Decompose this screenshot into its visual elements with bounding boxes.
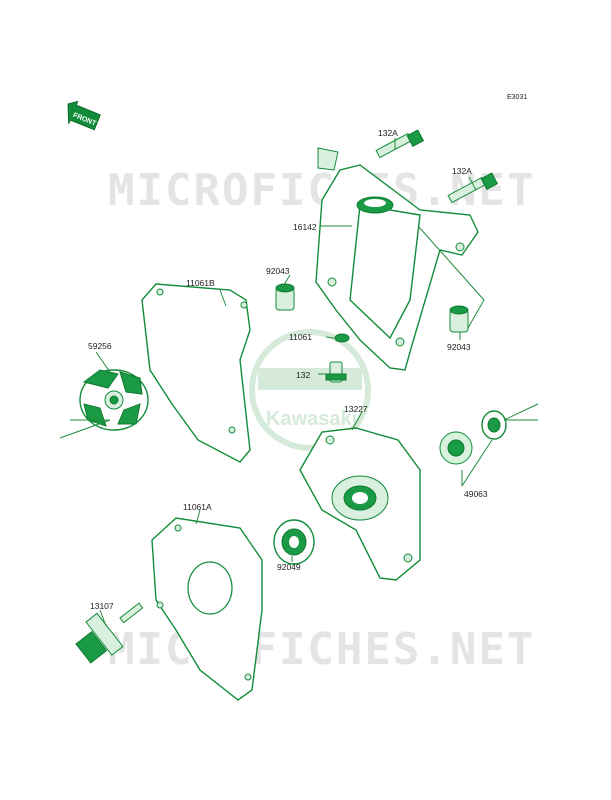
- fitting-132: [325, 361, 347, 383]
- label-16142: 16142: [293, 222, 317, 232]
- bolt-132A-upper: [375, 129, 425, 159]
- label-49063: 49063: [464, 489, 488, 499]
- gasket-11061B: [141, 283, 251, 463]
- label-92043-right: 92043: [447, 342, 471, 352]
- shaft-13107: [75, 602, 144, 664]
- label-92049: 92049: [277, 562, 301, 572]
- cover-16142: [315, 147, 479, 371]
- bearing-92049: [273, 519, 315, 565]
- label-132A-right: 132A: [452, 166, 472, 176]
- label-132: 132: [296, 370, 310, 380]
- seal-49063-b: [481, 410, 507, 440]
- label-11061B: 11061B: [186, 278, 215, 288]
- label-132A-upper: 132A: [378, 128, 398, 138]
- logo-text: Kawasaki: [266, 408, 357, 430]
- label-92043-left: 92043: [266, 266, 290, 276]
- oring-11061: [334, 333, 350, 343]
- housing-13227: [299, 427, 421, 581]
- leader-lines: [59, 138, 539, 627]
- diagram-code: E3031: [507, 94, 527, 101]
- label-11061A: 11061A: [183, 502, 212, 512]
- seal-49063-a: [439, 431, 473, 465]
- label-59256: 59256: [88, 341, 112, 351]
- label-13107: 13107: [90, 601, 114, 611]
- label-11061: 11061: [289, 332, 312, 342]
- label-13227: 13227: [344, 404, 368, 414]
- impeller-59256: [79, 369, 149, 431]
- front-arrow-icon: FRONT: [67, 100, 101, 131]
- watermark-bottom: MICROFICHES.NET: [108, 624, 535, 675]
- sleeve-92043-right: [449, 305, 469, 333]
- sleeve-92043-left: [275, 283, 295, 311]
- bolt-132A-right: [447, 172, 499, 204]
